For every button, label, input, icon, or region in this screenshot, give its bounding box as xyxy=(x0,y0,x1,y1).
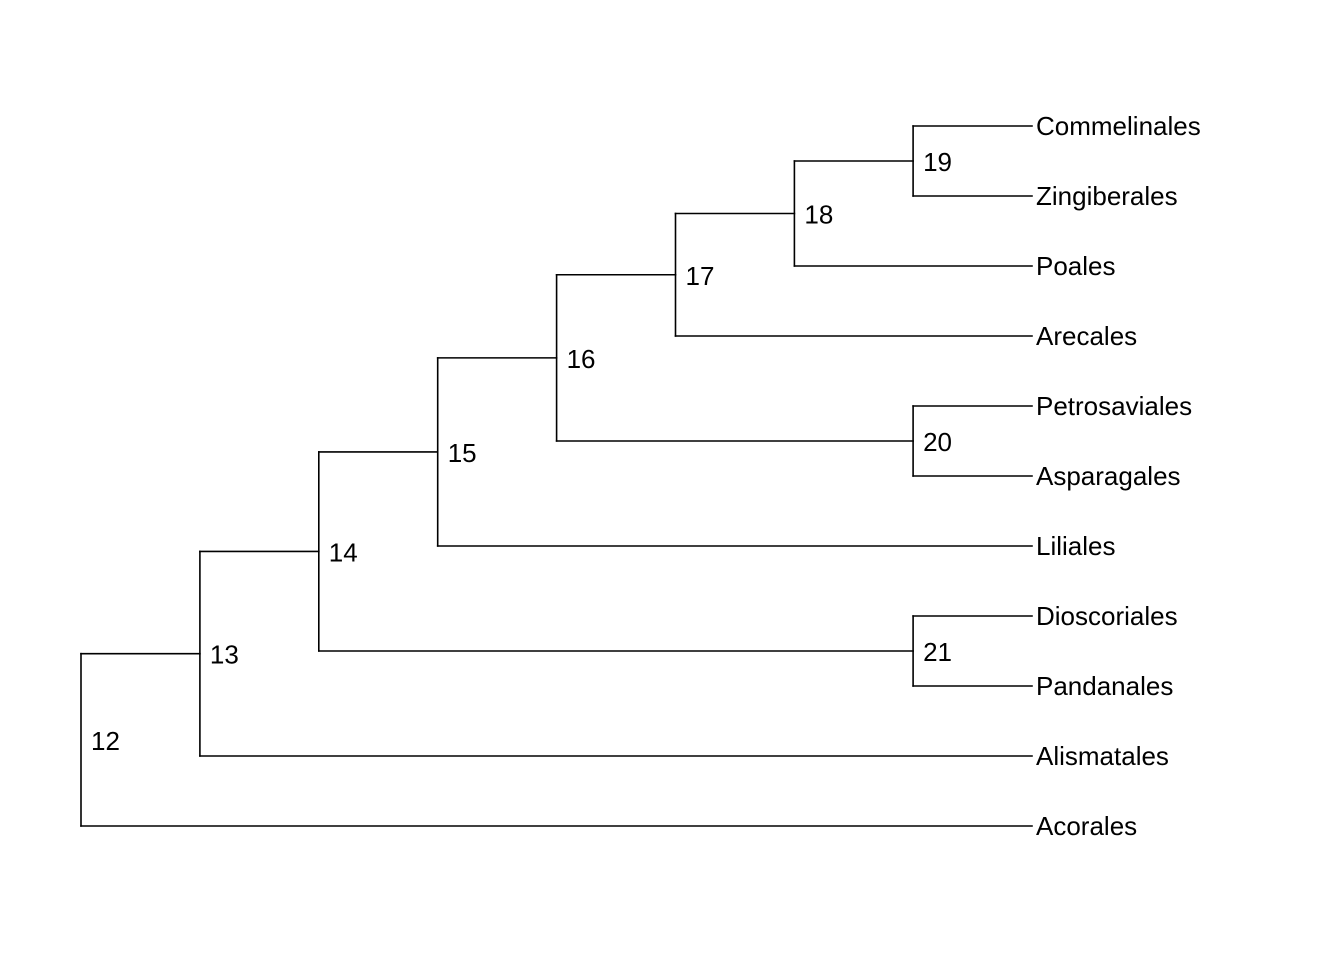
node-label-12: 12 xyxy=(91,726,120,756)
tip-label-commelinales: Commelinales xyxy=(1036,111,1201,141)
tip-label-acorales: Acorales xyxy=(1036,811,1137,841)
tip-label-dioscoriales: Dioscoriales xyxy=(1036,601,1178,631)
node-label-19: 19 xyxy=(923,147,952,177)
node-label-17: 17 xyxy=(686,261,715,291)
node-label-15: 15 xyxy=(448,438,477,468)
node-label-21: 21 xyxy=(923,637,952,667)
tree-labels: 12 13 14 15 16 17 18 19 20 21 CommelinalesZingiber… xyxy=(91,111,1201,841)
node-label-18: 18 xyxy=(804,200,833,230)
tip-label-alismatales: Alismatales xyxy=(1036,741,1169,771)
node-label-13: 13 xyxy=(210,640,239,670)
tip-label-asparagales: Asparagales xyxy=(1036,461,1181,491)
tip-label-pandanales: Pandanales xyxy=(1036,671,1173,701)
tip-label-arecales: Arecales xyxy=(1036,321,1137,351)
tip-label-petrosaviales: Petrosaviales xyxy=(1036,391,1192,421)
tip-label-liliales: Liliales xyxy=(1036,531,1116,561)
tree-branches xyxy=(80,125,1033,827)
node-label-14: 14 xyxy=(329,537,358,567)
node-label-16: 16 xyxy=(567,344,596,374)
tip-label-zingiberales: Zingiberales xyxy=(1036,181,1178,211)
node-label-20: 20 xyxy=(923,427,952,457)
tip-label-poales: Poales xyxy=(1036,251,1116,281)
